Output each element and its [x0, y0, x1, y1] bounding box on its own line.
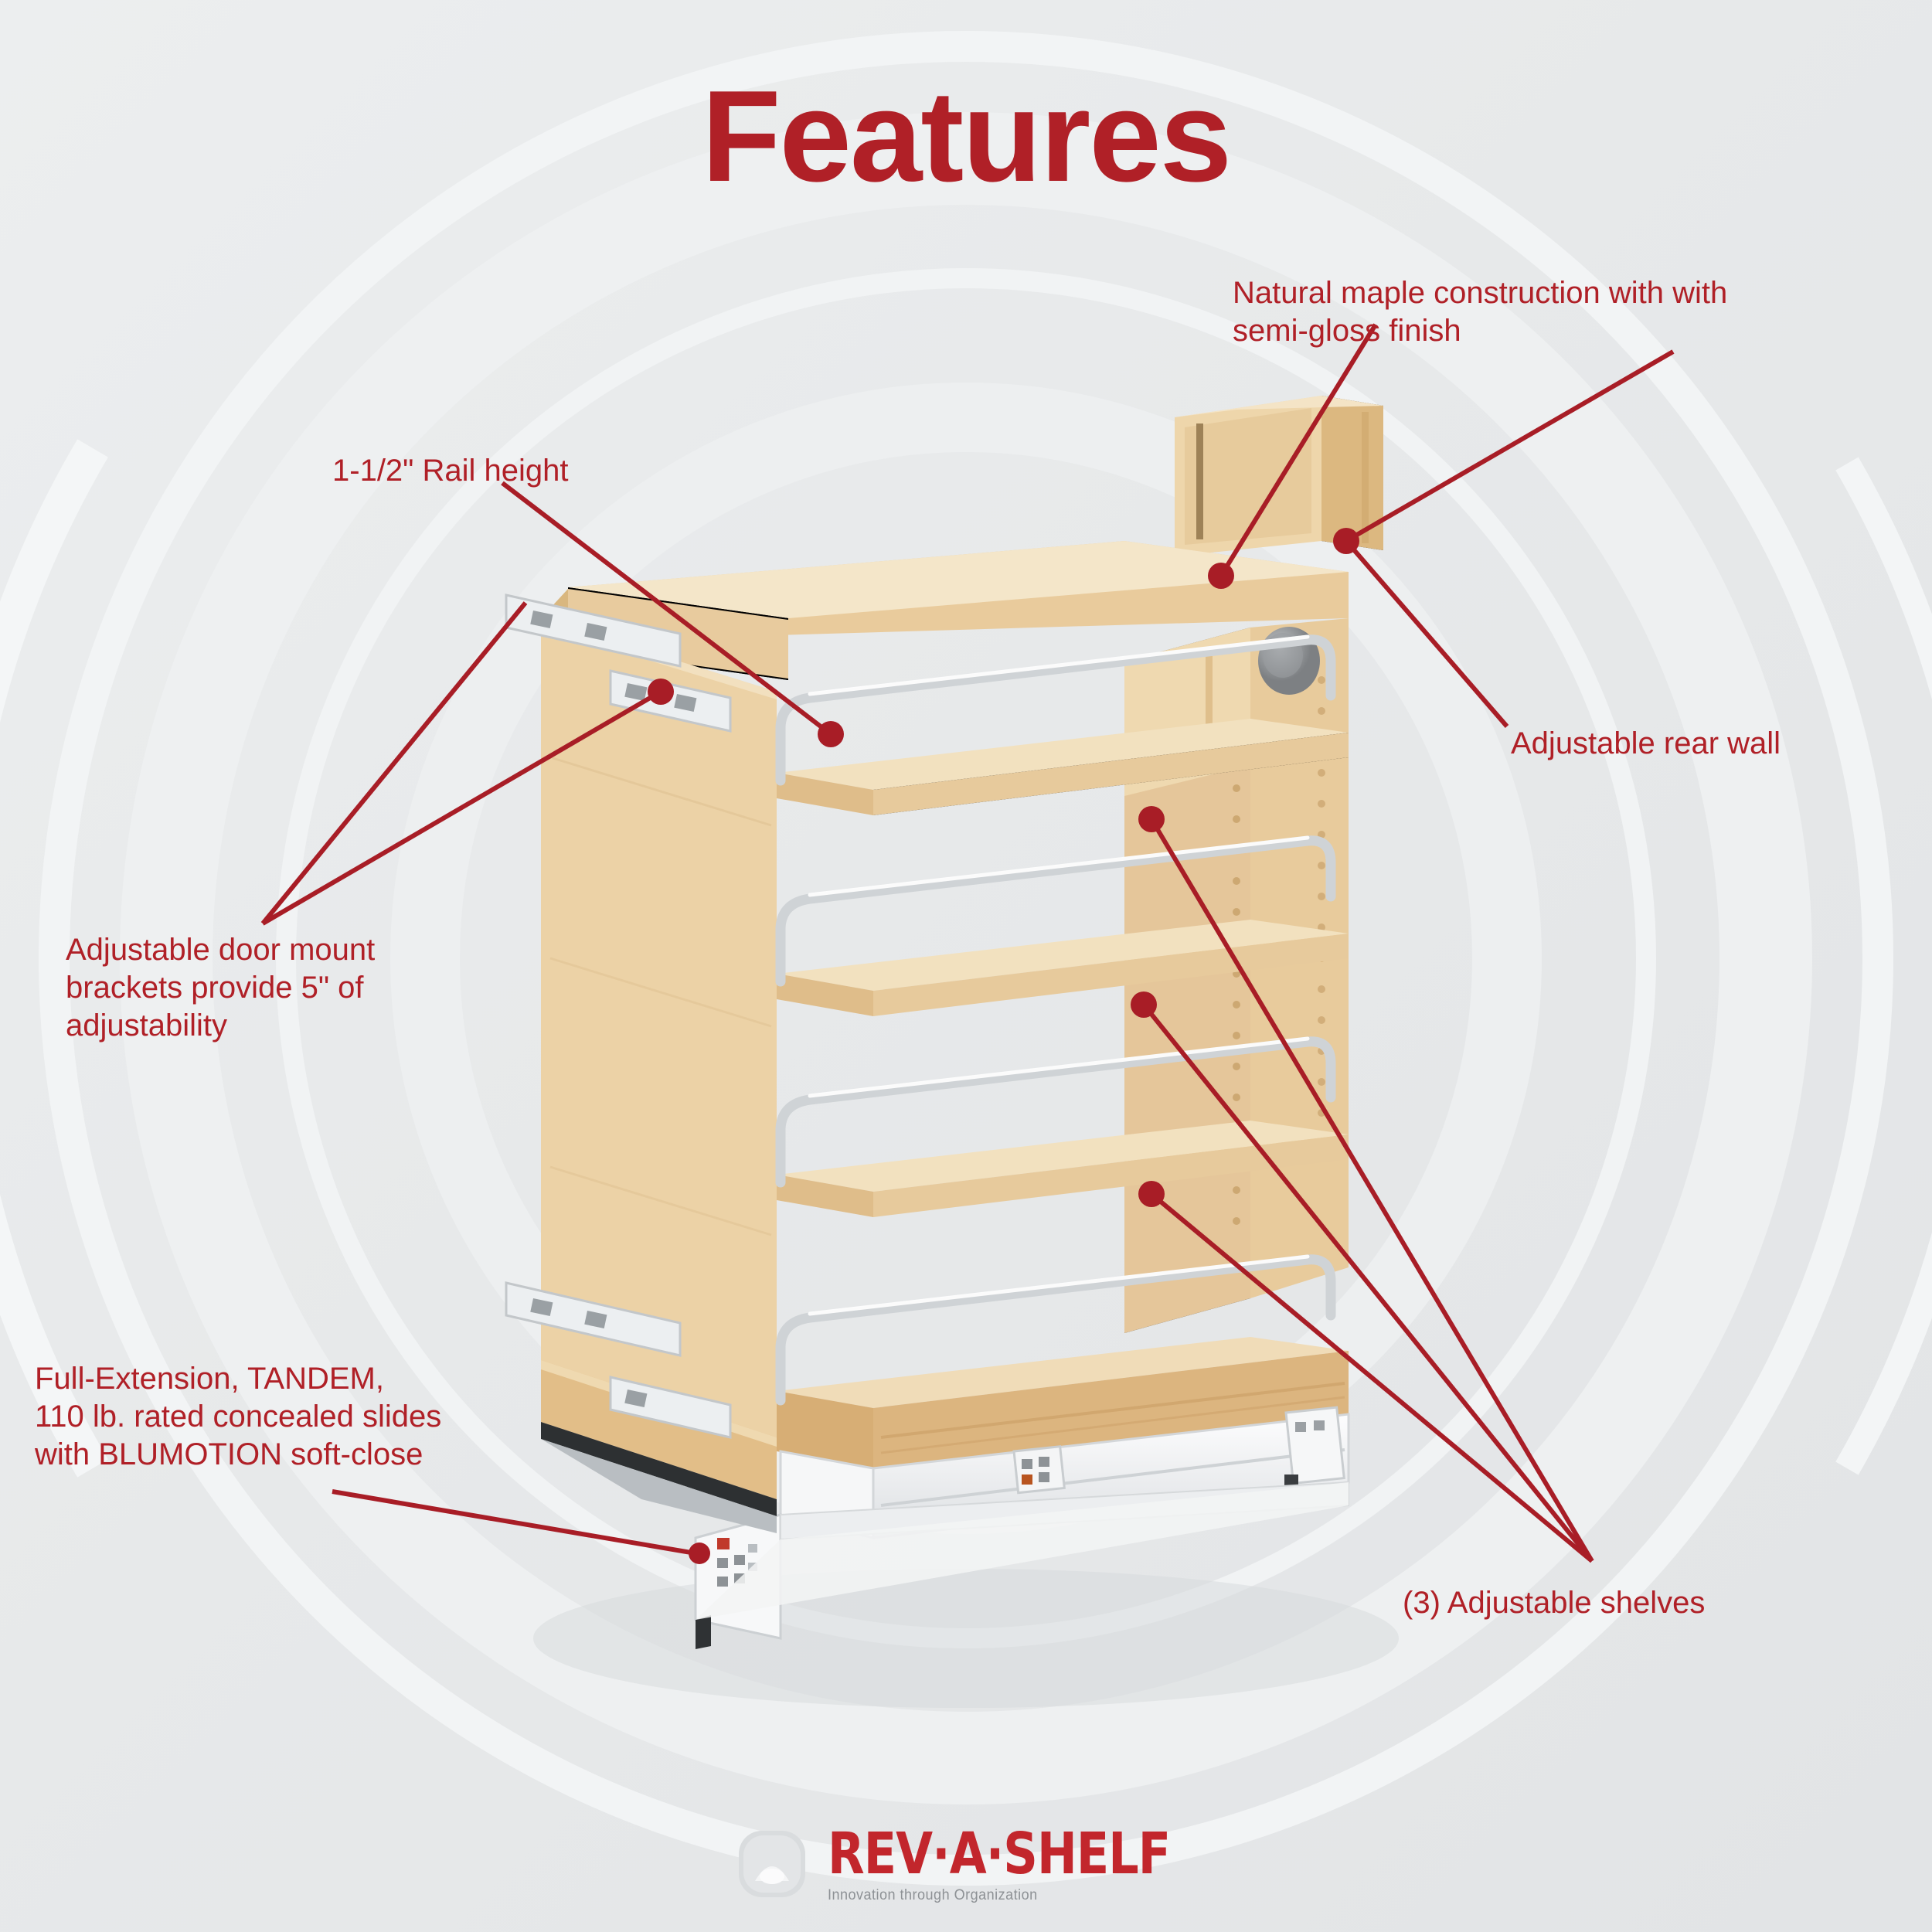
brand-tagline: Innovation through Organization	[827, 1887, 1038, 1903]
annotation-maple-construction: Natural maple construction with with sem…	[1233, 276, 1728, 348]
annotation-adjustable-rear-wall: Adjustable rear wall	[1511, 726, 1781, 760]
annotation-concealed-slides: Full-Extension, TANDEM, 110 lb. rated co…	[35, 1362, 442, 1471]
brand-wordmark: REV·A·SHELF	[827, 1821, 1171, 1887]
annotation-rail-height: 1-1/2" Rail height	[332, 454, 569, 488]
annotation-door-mount-brackets: Adjustable door mount brackets provide 5…	[66, 933, 376, 1043]
rev-a-shelf-mark-icon	[738, 1831, 805, 1897]
brand-logo: REV·A·SHELF Innovation through Organizat…	[0, 1825, 1932, 1903]
page-title: Features	[701, 63, 1232, 209]
annotation-adjustable-shelves: (3) Adjustable shelves	[1403, 1586, 1706, 1620]
